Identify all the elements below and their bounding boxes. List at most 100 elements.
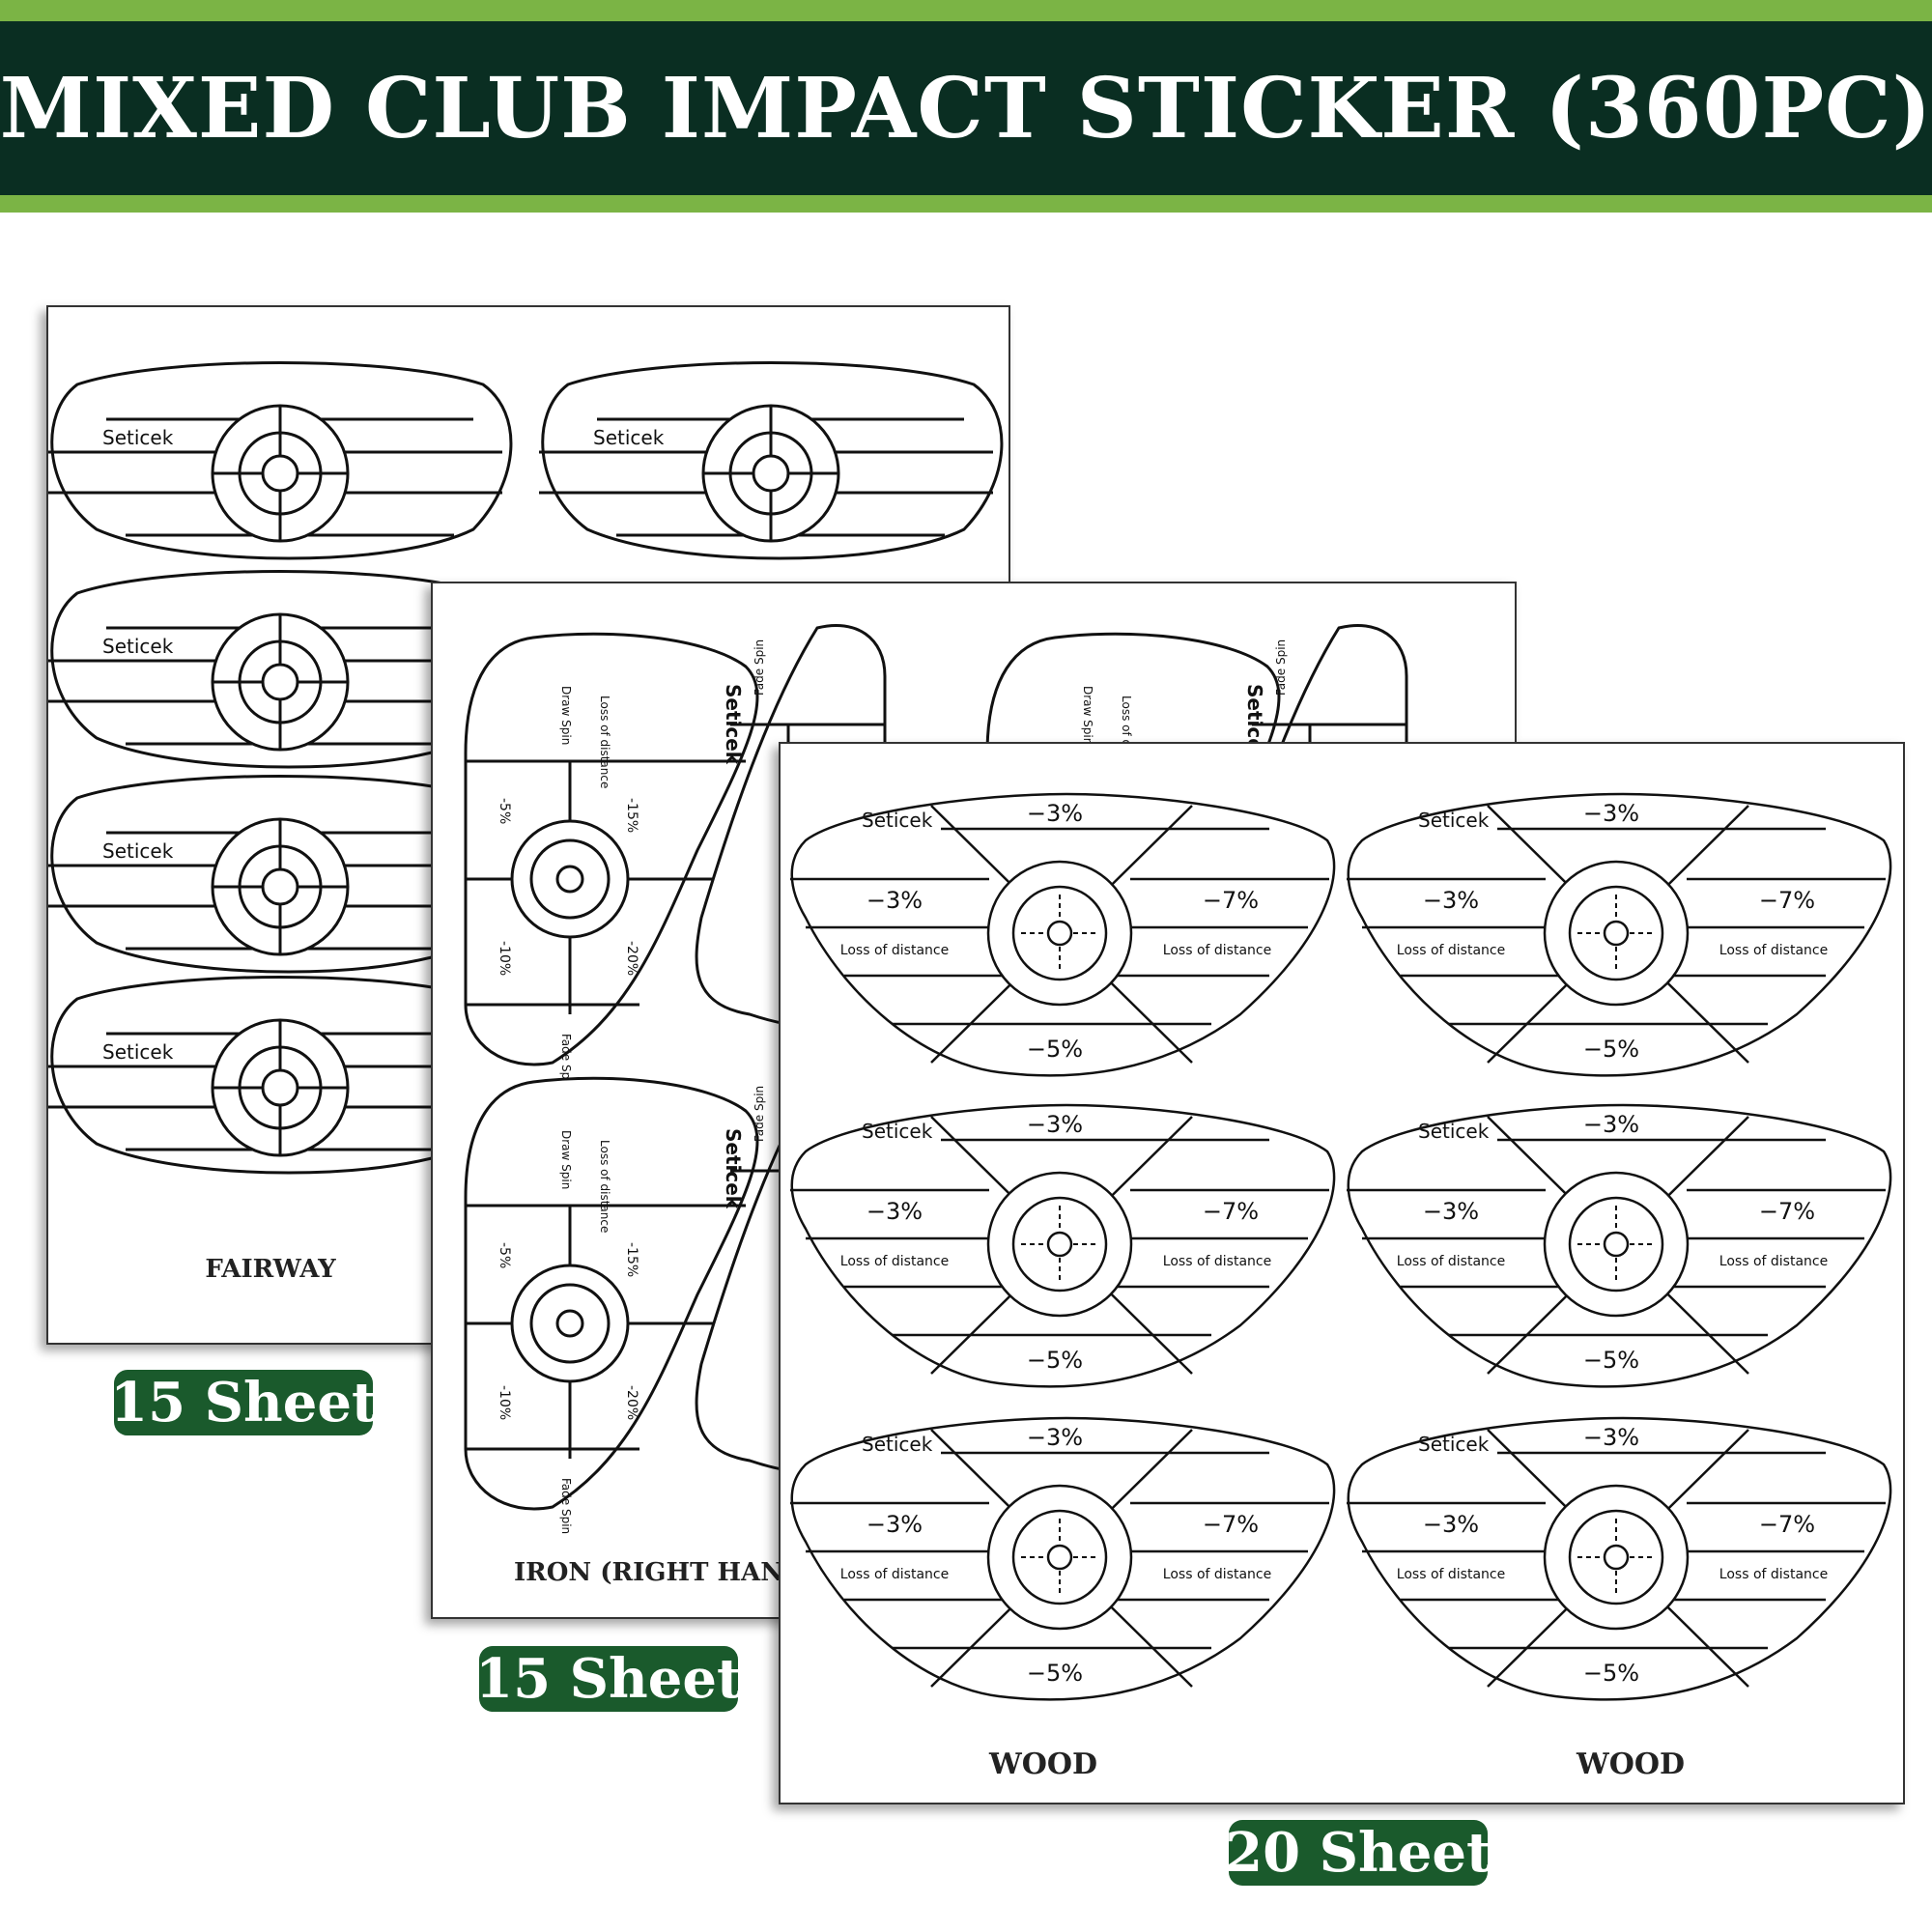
pct-bottom: −5% [1027,1660,1083,1687]
pct-bottom: −5% [1027,1036,1083,1063]
sticker-brand: Seticek [862,809,933,832]
loss-label: Loss of distance [1397,943,1505,958]
fairway-sticker: Seticek [539,361,1004,560]
target-outer [510,1264,630,1383]
draw-label: Draw Spin [559,686,573,745]
sticker-brand: Seticek [862,1433,933,1456]
loss-label: Loss of distance [1397,1567,1505,1582]
sticker-brand: Seticek [102,426,174,449]
target-mid [1011,1196,1108,1293]
pct-top: −3% [1583,1424,1639,1451]
fade-label: Fade Spin [1274,639,1288,696]
draw-label: Draw Spin [1081,686,1094,745]
target-inner [1603,920,1630,947]
pct-left: −3% [1423,1198,1479,1225]
fairway-caption: FAIRWAY [205,1255,336,1284]
target-mid [1011,885,1108,981]
header-banner: MIXED CLUB IMPACT STICKER (360PC) [0,21,1932,195]
sticker-brand: Seticek [1418,1433,1490,1456]
loss-label: Loss of distance [840,1567,949,1582]
pct-right: −7% [1759,1511,1815,1538]
target-outer [986,1171,1133,1318]
pct-label: -15% [624,1242,639,1277]
pct-label: -20% [624,941,639,976]
sticker-brand: Seticek [593,426,665,449]
sticker-brand: Seticek [102,635,174,658]
target-inner [1046,1544,1073,1571]
page-title: MIXED CLUB IMPACT STICKER (360PC) [0,59,1932,157]
pct-top: −3% [1027,1424,1083,1451]
iron-count-badge: 15 Sheet [475,1646,742,1712]
loss-label: Loss of distance [1397,1254,1505,1269]
pct-label: -10% [497,941,512,976]
pct-bottom: −5% [1027,1347,1083,1374]
target-mid [1568,1509,1664,1605]
target-outer [986,1484,1133,1631]
loss-label: Loss of distance [840,943,949,958]
pct-right: −7% [1203,1198,1259,1225]
draw-label: Draw Spin [559,1130,573,1189]
target-outer [1543,1484,1690,1631]
pct-top: −3% [1027,800,1083,827]
sticker-brand: Seticek [862,1120,933,1143]
fade-label: Fade Spin [753,1086,766,1142]
target-inner [555,865,584,894]
target-mid [1011,1509,1108,1605]
pct-left: −3% [867,887,923,914]
loss-label: Loss of distance [1163,1567,1271,1582]
pct-left: −3% [1423,1511,1479,1538]
sticker-brand: Seticek [102,839,174,863]
target-outer [1543,860,1690,1007]
loss-label: Loss of distance [598,696,611,788]
fairway-sticker: Seticek [48,775,513,974]
banner-accent-top [0,0,1932,21]
pct-bottom: −5% [1583,1347,1639,1374]
target-inner [555,1309,584,1338]
fade-label: Fade Spin [753,639,766,696]
pct-label: -15% [624,798,639,833]
loss-label: Loss of distance [598,1140,611,1233]
loss-label: Loss of distance [1719,1254,1828,1269]
target-inner [1046,920,1073,947]
fade-label: Fade Spin [559,1478,573,1534]
target-inner [1603,1544,1630,1571]
fade-label: Fade Spin [559,1034,573,1090]
target-mid [1568,1196,1664,1293]
target-inner [1603,1231,1630,1258]
pct-right: −7% [1759,1198,1815,1225]
target-outer [1543,1171,1690,1318]
pct-label: -5% [497,798,512,824]
sticker-brand: Seticek [1418,1120,1490,1143]
pct-top: −3% [1583,800,1639,827]
pct-right: −7% [1759,887,1815,914]
wood-count-badge: 20 Sheet [1225,1820,1492,1886]
pct-top: −3% [1027,1111,1083,1138]
pct-label: -20% [624,1385,639,1420]
wood-caption-left: WOOD [988,1747,1097,1781]
target-outer [986,860,1133,1007]
pct-left: −3% [1423,887,1479,914]
pct-left: −3% [867,1198,923,1225]
target-mid [529,838,611,920]
fairway-sticker: Seticek [48,976,513,1175]
pct-top: −3% [1583,1111,1639,1138]
pct-bottom: −5% [1583,1036,1639,1063]
loss-label: Loss of distance [840,1254,949,1269]
pct-left: −3% [867,1511,923,1538]
iron-caption: IRON (RIGHT HAN [514,1558,783,1587]
wood-sticker: Seticek −3% −3% −7% −5% Loss of distance Loss … [1347,1103,1892,1388]
sticker-brand: Seticek [1418,809,1490,832]
target-inner [1046,1231,1073,1258]
target-mid [1568,885,1664,981]
pct-label: -5% [497,1242,512,1268]
fairway-count-badge: 15 Sheet [110,1370,377,1435]
loss-label: Loss of distance [1163,943,1271,958]
